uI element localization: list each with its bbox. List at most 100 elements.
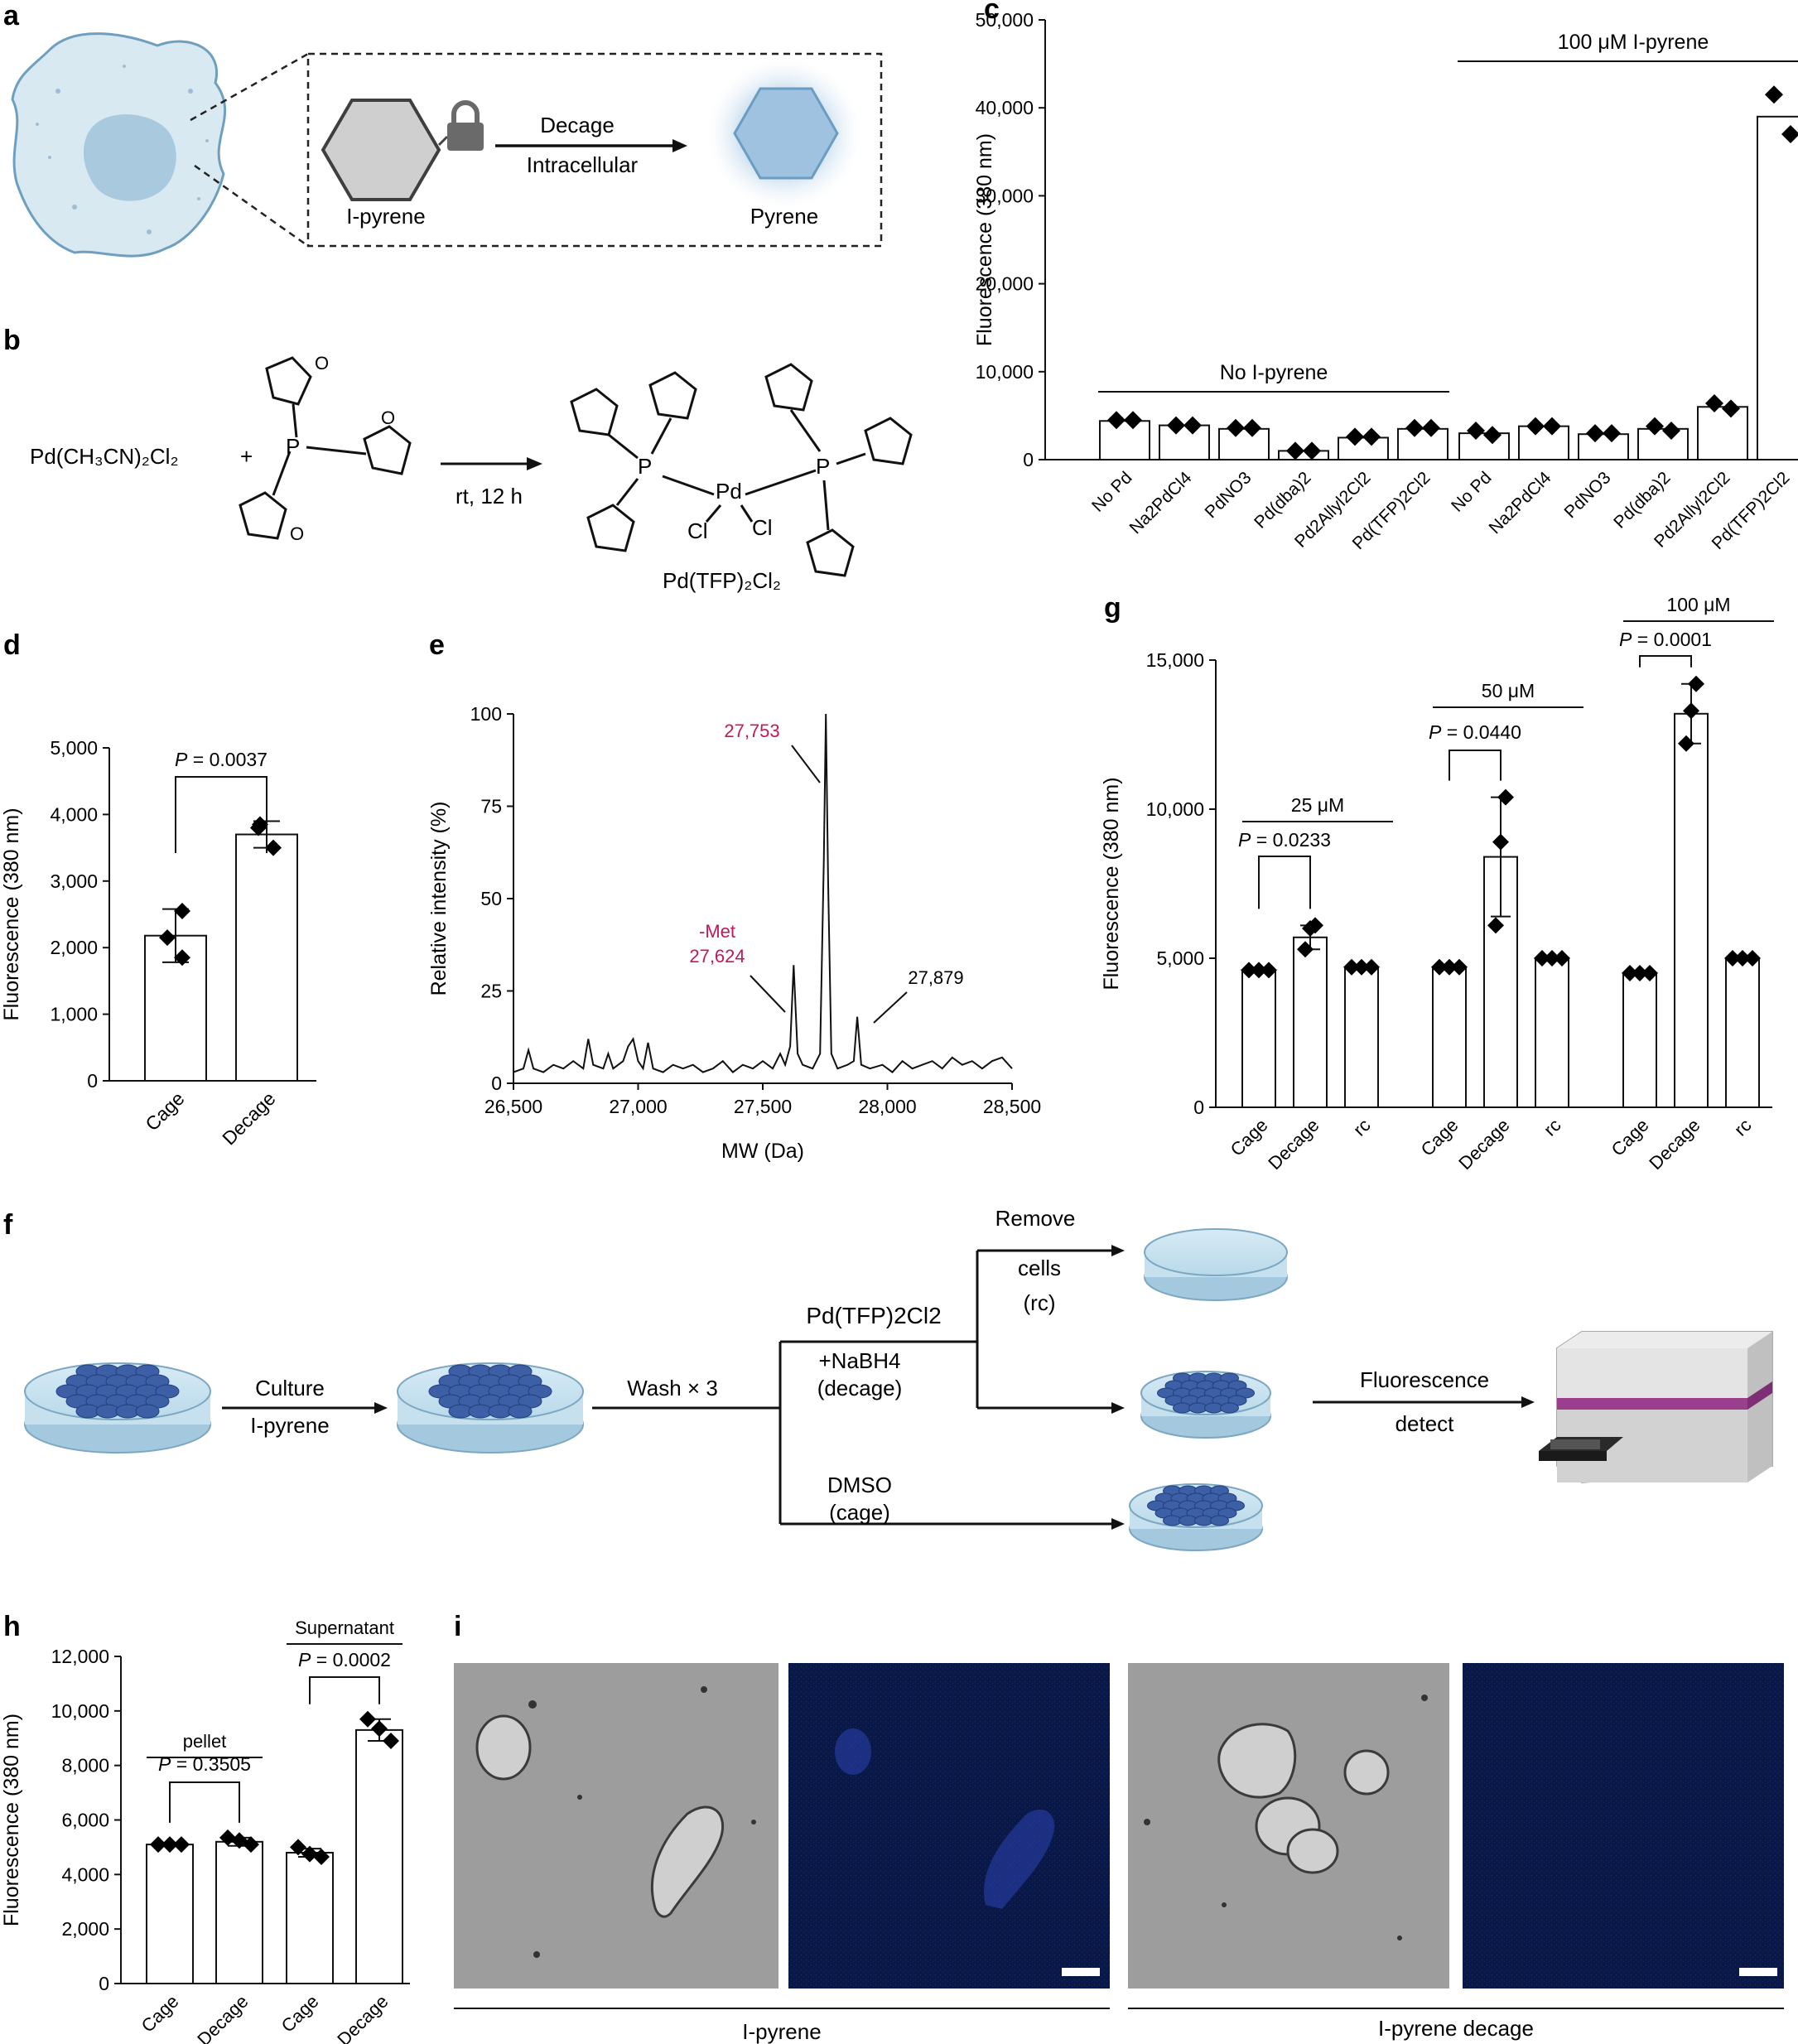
peak-leader-met bbox=[750, 975, 786, 1013]
y-tick-label: 15,000 bbox=[1146, 649, 1204, 671]
x-tick-label: 28,000 bbox=[858, 1096, 916, 1117]
reaction-arrow-head bbox=[527, 457, 542, 470]
bar bbox=[1578, 433, 1629, 461]
scale-bar-1 bbox=[1062, 1968, 1100, 1976]
p-symbol: P bbox=[1238, 829, 1251, 851]
nabh4-label: +NaBH4 bbox=[819, 1348, 901, 1373]
p-value-label: P = 0.0002 bbox=[298, 1649, 391, 1670]
p-value-label: P = 0.0233 bbox=[1238, 829, 1331, 851]
bar bbox=[1518, 425, 1569, 460]
panel-a: a I-pyrene Decage Intracellular Pyrene bbox=[3, 0, 883, 258]
bar bbox=[1293, 936, 1328, 1109]
arrow-bottom-label: Intracellular bbox=[527, 152, 639, 177]
bar bbox=[235, 833, 298, 1082]
y-tick-label: 1,000 bbox=[50, 1004, 98, 1025]
x-tick-label: Decage bbox=[1645, 1115, 1704, 1174]
data-point bbox=[1641, 965, 1658, 981]
bar bbox=[286, 1852, 334, 1984]
peak-label-right: 27,879 bbox=[908, 967, 963, 988]
x-tick-label: Na2PdCl4 bbox=[1486, 468, 1555, 538]
data-point bbox=[219, 1829, 236, 1846]
p-value-label: P = 0.0001 bbox=[1619, 629, 1712, 650]
caged-pyrene-hexagon bbox=[321, 99, 441, 201]
cell-dot bbox=[135, 1404, 160, 1419]
y-axis-label: Fluorescence (380 nm) bbox=[973, 133, 996, 346]
caged-name: I-pyrene bbox=[346, 204, 425, 229]
panel-label-g: g bbox=[1104, 592, 1121, 624]
cell-dot bbox=[1210, 1515, 1229, 1526]
pyrene-hexagon bbox=[733, 87, 839, 180]
p-value-label: P = 0.3505 bbox=[158, 1753, 251, 1775]
cells-label: cells bbox=[1018, 1256, 1061, 1280]
data-point bbox=[1261, 962, 1277, 979]
dmso-label: DMSO bbox=[827, 1473, 892, 1497]
y-axis-label: Relative intensity (%) bbox=[427, 802, 451, 996]
data-point bbox=[1492, 833, 1509, 851]
data-point bbox=[1487, 917, 1504, 934]
y-tick-label: 10,000 bbox=[51, 1700, 109, 1722]
bar bbox=[1099, 420, 1150, 461]
cells-brightfield-ipyrene bbox=[475, 1714, 725, 1918]
x-tick-label: Cage bbox=[277, 1991, 323, 2037]
data-point bbox=[383, 1733, 399, 1750]
y-tick-label: 5,000 bbox=[1156, 947, 1204, 969]
x-tick-label: Decage bbox=[193, 1991, 252, 2044]
data-point bbox=[1362, 427, 1381, 446]
data-point bbox=[313, 1848, 330, 1865]
data-point bbox=[1781, 125, 1798, 144]
data-point bbox=[173, 1836, 190, 1854]
bar bbox=[1344, 966, 1379, 1109]
culture-arrow-head bbox=[374, 1402, 388, 1414]
data-point bbox=[301, 1845, 318, 1863]
peak-note-met: -Met bbox=[699, 921, 735, 942]
bar bbox=[1757, 115, 1798, 460]
panel-label-f: f bbox=[3, 1209, 13, 1241]
panel-label-d: d bbox=[3, 629, 21, 661]
atom-o-1: O bbox=[315, 353, 329, 374]
p-value: = 0.0440 bbox=[1441, 721, 1521, 743]
dish-rc bbox=[1144, 1228, 1288, 1301]
bar bbox=[1697, 406, 1748, 460]
data-point bbox=[1497, 788, 1514, 806]
cell-vesicles bbox=[36, 65, 209, 234]
x-tick-label: Decage bbox=[1264, 1115, 1323, 1174]
chart-h: h02,0004,0006,0008,00010,00012,000Fluore… bbox=[0, 1611, 410, 2044]
data-point bbox=[1343, 958, 1360, 976]
x-tick-label: PdNO3 bbox=[1561, 468, 1615, 522]
data-point bbox=[1765, 85, 1783, 104]
y-tick-label: 12,000 bbox=[51, 1646, 109, 1667]
pd-complex-structure bbox=[570, 363, 913, 577]
data-point bbox=[250, 819, 267, 836]
x-axis-label: MW (Da) bbox=[721, 1140, 804, 1163]
data-point bbox=[1243, 418, 1261, 437]
y-tick-label: 4,000 bbox=[61, 1863, 109, 1885]
y-tick-label: 0 bbox=[99, 1973, 109, 1994]
x-tick-label: Cage bbox=[1227, 1115, 1272, 1160]
data-point bbox=[1526, 417, 1545, 436]
data-point bbox=[1302, 920, 1318, 937]
y-tick-label: 10,000 bbox=[1146, 798, 1204, 820]
cell-dot bbox=[508, 1404, 533, 1419]
atom-p-left: P bbox=[638, 454, 652, 479]
cell-cluster-decage bbox=[1157, 1372, 1255, 1414]
data-point bbox=[1734, 950, 1751, 967]
atom-o-2: O bbox=[290, 523, 304, 544]
dish-cage bbox=[1129, 1483, 1263, 1551]
x-tick-label: No Pd bbox=[1088, 468, 1136, 516]
decage-label: (decage) bbox=[817, 1376, 903, 1400]
y-tick-label: 0 bbox=[87, 1070, 98, 1092]
data-point bbox=[1183, 416, 1202, 435]
cell-dot bbox=[1220, 1402, 1239, 1414]
data-point bbox=[1683, 702, 1699, 720]
y-axis-label: Fluorescence (380 nm) bbox=[0, 1714, 23, 1926]
y-tick-label: 20,000 bbox=[976, 273, 1034, 295]
panel-b: b Pd(CH₃CN)₂Cl₂ + P O O O rt, 12 h bbox=[3, 325, 913, 593]
tfp-ligand bbox=[239, 356, 412, 540]
atom-o-3: O bbox=[381, 407, 395, 428]
plus-sign: + bbox=[240, 444, 253, 469]
x-tick-label: Cage bbox=[1608, 1115, 1653, 1160]
bar bbox=[1637, 427, 1689, 461]
data-point bbox=[290, 1839, 306, 1856]
group-label-decage: I-pyrene decage bbox=[1378, 2016, 1534, 2041]
